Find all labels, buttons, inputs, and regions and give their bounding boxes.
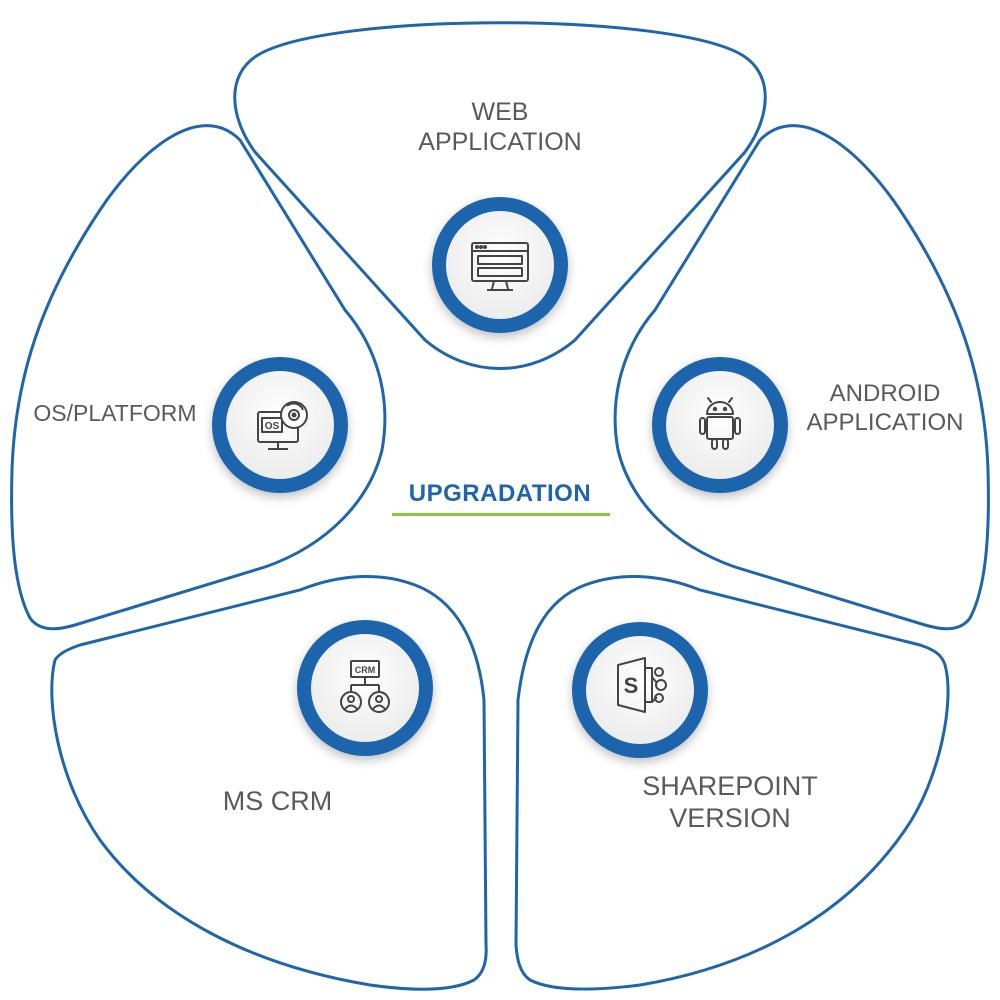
petal-os-platform <box>10 124 387 631</box>
crm-icon-circle <box>297 620 433 756</box>
web-monitor-icon <box>471 242 529 291</box>
crm-badge-text: CRM <box>355 665 376 675</box>
os-badge-text: OS <box>265 421 280 432</box>
sharepoint-icon-circle <box>572 622 708 758</box>
os-disc-monitor-icon: OS <box>257 401 308 450</box>
center-title-underline <box>392 513 610 516</box>
label-web-line-2: APPLICATION <box>418 128 582 156</box>
label-sharepoint-version: SHAREPOINT VERSION <box>610 770 850 835</box>
label-ms-crm: MS CRM <box>180 785 375 817</box>
petal-ms-crm <box>50 574 488 991</box>
petal-web-application <box>233 21 767 370</box>
label-web-line-1: WEB <box>471 98 529 126</box>
label-android-line-1: ANDROID <box>829 380 941 407</box>
crm-org-chart-icon: CRM <box>340 660 390 713</box>
android-icon-circle <box>652 357 788 493</box>
center-title: UPGRADATION <box>408 480 592 507</box>
sharepoint-logo-icon: S <box>617 657 667 713</box>
sharepoint-letter: S <box>624 673 639 698</box>
label-os-line-1: OS/PLATFORM <box>33 400 197 426</box>
label-mscrm-line-1: MS CRM <box>222 786 333 816</box>
label-android-line-2: APPLICATION <box>806 408 964 436</box>
label-android-application: ANDROID APPLICATION <box>790 380 980 438</box>
android-robot-icon <box>699 397 741 450</box>
petal-android-application <box>613 124 990 631</box>
label-os-platform: OS/PLATFORM <box>15 400 215 428</box>
label-sharepoint-line-1: SHAREPOINT <box>642 771 818 801</box>
label-web-application: WEB APPLICATION <box>395 97 605 157</box>
label-sharepoint-line-2: VERSION <box>669 803 791 834</box>
os-icon-circle <box>212 357 348 493</box>
